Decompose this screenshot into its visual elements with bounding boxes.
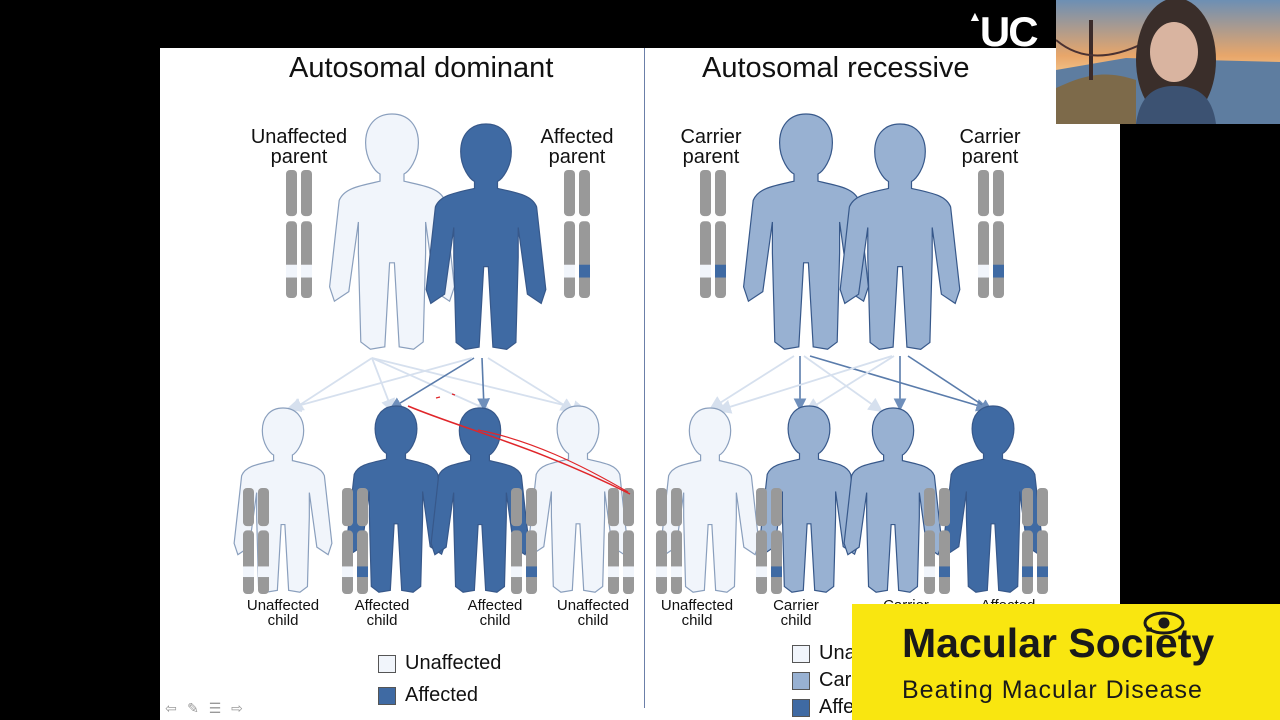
arrow-d-affected-1	[389, 357, 475, 410]
legend-affected-left: Affected	[378, 684, 478, 707]
label-child-r2: Carrier child	[773, 597, 819, 629]
label-child-d3: Affected child	[467, 597, 523, 629]
arrow-r-3	[708, 355, 795, 410]
label-affected-parent: Affected parent	[540, 126, 614, 168]
chromosomes-child-r2	[756, 488, 782, 594]
figure-child-d4	[527, 405, 629, 593]
legend-swatch	[792, 698, 810, 717]
chromosomes-child-d3	[511, 488, 537, 594]
figure-child-r1	[660, 407, 760, 593]
annotation-marks	[435, 393, 456, 399]
annotation-stroke-2	[477, 429, 629, 493]
figure-carrier-parent-2	[839, 123, 961, 351]
arrow-d-affected-2	[477, 357, 491, 412]
figure-child-r4	[942, 405, 1044, 593]
chromosomes-child-d2	[342, 488, 368, 594]
arrow-d-affected-3	[487, 357, 576, 412]
brand-tagline: Beating Macular Disease	[902, 676, 1203, 704]
ucl-logo: ▲UC	[968, 8, 1039, 55]
brand-name: Macular Society	[902, 620, 1215, 666]
legend-swatch	[792, 671, 810, 690]
figure-child-d2	[345, 405, 447, 593]
chromosomes-child-r4	[1022, 488, 1048, 594]
arrow-r-7	[716, 355, 893, 414]
label-child-d1: Unaffected child	[246, 597, 320, 629]
figure-carrier-parent-1	[742, 113, 870, 350]
logo-portico-icon: ▲	[968, 8, 982, 24]
eye-icon	[1143, 611, 1185, 635]
figure-child-d3	[430, 407, 530, 593]
label-unaffected-parent: Unaffected parent	[250, 126, 348, 168]
label-carrier-parent-left: Carrier parent	[680, 126, 742, 168]
chromosomes-carrier-parent-1	[700, 170, 726, 298]
arrow-right-icon[interactable]: ⇨	[231, 700, 243, 716]
figure-unaffected-parent	[328, 113, 456, 350]
label-child-d2: Affected child	[354, 597, 410, 629]
legend-swatch	[378, 686, 396, 705]
chromosomes-unaffected-parent	[286, 170, 312, 298]
macular-society-banner: Macular Society Beating Macular Disease	[852, 604, 1280, 720]
chromosomes-child-r3	[924, 488, 950, 594]
title-autosomal-recessive: Autosomal recessive	[702, 52, 970, 84]
legend-swatch	[792, 644, 810, 663]
annotation-stroke-1	[407, 405, 631, 495]
pen-icon[interactable]: ✎	[187, 700, 199, 716]
menu-icon[interactable]: ☰	[208, 700, 222, 716]
arrow-r-2	[809, 355, 990, 412]
legend-unaffected-left: Unaffected	[378, 652, 501, 675]
inheritance-diagram	[233, 113, 1048, 594]
figure-child-r3	[843, 407, 943, 593]
slide-nav-controls: ⇦ ✎ ☰ ⇨	[162, 700, 246, 716]
arrow-r-8	[804, 355, 895, 412]
arrow-d-unaffected-3	[371, 357, 588, 415]
arrow-d-unaffected-1	[371, 357, 395, 414]
chromosomes-affected-parent	[564, 170, 590, 298]
figure-child-r2	[758, 405, 860, 593]
arrow-d-unaffected-0	[288, 357, 373, 412]
label-carrier-parent-right: Carrier parent	[959, 126, 1021, 168]
webcam-image	[1056, 0, 1280, 124]
chromosomes-child-r1	[656, 488, 682, 594]
arrow-r-6	[907, 355, 993, 412]
webcam-feed	[1056, 0, 1280, 124]
chromosomes-child-d4	[608, 488, 634, 594]
arrow-d-affected-0	[286, 357, 473, 413]
chromosomes-child-d1	[243, 488, 269, 594]
title-autosomal-dominant: Autosomal dominant	[289, 52, 554, 84]
chromosomes-carrier-parent-2	[978, 170, 1004, 298]
label-child-d4: Unaffected child	[556, 597, 630, 629]
figure-affected-parent	[425, 123, 547, 351]
arrow-r-4	[803, 355, 883, 413]
label-child-r1: Unaffected child	[660, 597, 734, 629]
legend-swatch	[378, 654, 396, 673]
arrow-left-icon[interactable]: ⇦	[165, 700, 177, 716]
panel-divider	[644, 48, 645, 708]
